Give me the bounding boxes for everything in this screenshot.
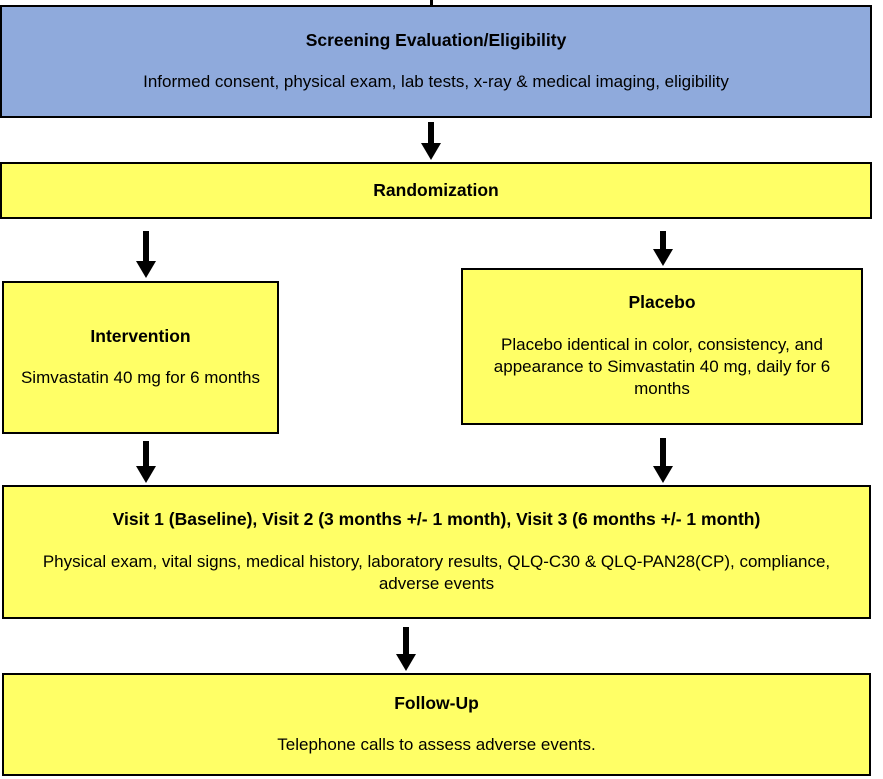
arrow-shaft <box>660 438 666 466</box>
node-intervention-body: Simvastatin 40 mg for 6 months <box>20 368 261 388</box>
arrow-randomization-to-placebo <box>648 231 678 266</box>
node-screening-body: Informed consent, physical exam, lab tes… <box>143 72 729 92</box>
arrow-placebo-to-visits <box>648 438 678 483</box>
node-follow-up-title: Follow-Up <box>394 692 479 713</box>
node-intervention-title: Intervention <box>90 325 191 346</box>
arrow-head-icon <box>396 654 416 671</box>
arrow-randomization-to-intervention <box>131 231 161 278</box>
arrow-shaft <box>143 441 149 466</box>
node-screening-title: Screening Evaluation/Eligibility <box>305 29 567 50</box>
node-follow-up-body: Telephone calls to assess adverse events… <box>277 735 596 755</box>
node-screening-evaluation: Screening Evaluation/Eligibility Informe… <box>0 5 872 118</box>
node-intervention: Intervention Simvastatin 40 mg for 6 mon… <box>2 281 279 434</box>
node-study-visits-body: Physical exam, vital signs, medical hist… <box>42 551 831 593</box>
arrow-head-icon <box>421 143 441 160</box>
arrow-head-icon <box>653 466 673 483</box>
arrow-screening-to-randomization <box>416 122 446 160</box>
node-placebo: Placebo Placebo identical in color, cons… <box>461 268 863 425</box>
node-placebo-body: Placebo identical in color, consistency,… <box>493 335 831 399</box>
node-study-visits: Visit 1 (Baseline), Visit 2 (3 months +/… <box>2 485 871 619</box>
arrow-intervention-to-visits <box>131 441 161 483</box>
node-follow-up: Follow-Up Telephone calls to assess adve… <box>2 673 871 776</box>
arrow-head-icon <box>653 249 673 266</box>
node-study-visits-title: Visit 1 (Baseline), Visit 2 (3 months +/… <box>112 508 761 529</box>
node-placebo-title: Placebo <box>628 292 696 313</box>
arrow-shaft <box>428 122 434 143</box>
arrow-visits-to-followup <box>391 627 421 671</box>
arrow-head-icon <box>136 466 156 483</box>
arrow-shaft <box>403 627 409 654</box>
arrow-head-icon <box>136 261 156 278</box>
arrow-shaft <box>660 231 666 249</box>
node-randomization: Randomization <box>0 162 872 219</box>
node-randomization-title: Randomization <box>373 179 499 200</box>
top-edge-tick-mark <box>430 0 433 5</box>
arrow-shaft <box>143 231 149 261</box>
